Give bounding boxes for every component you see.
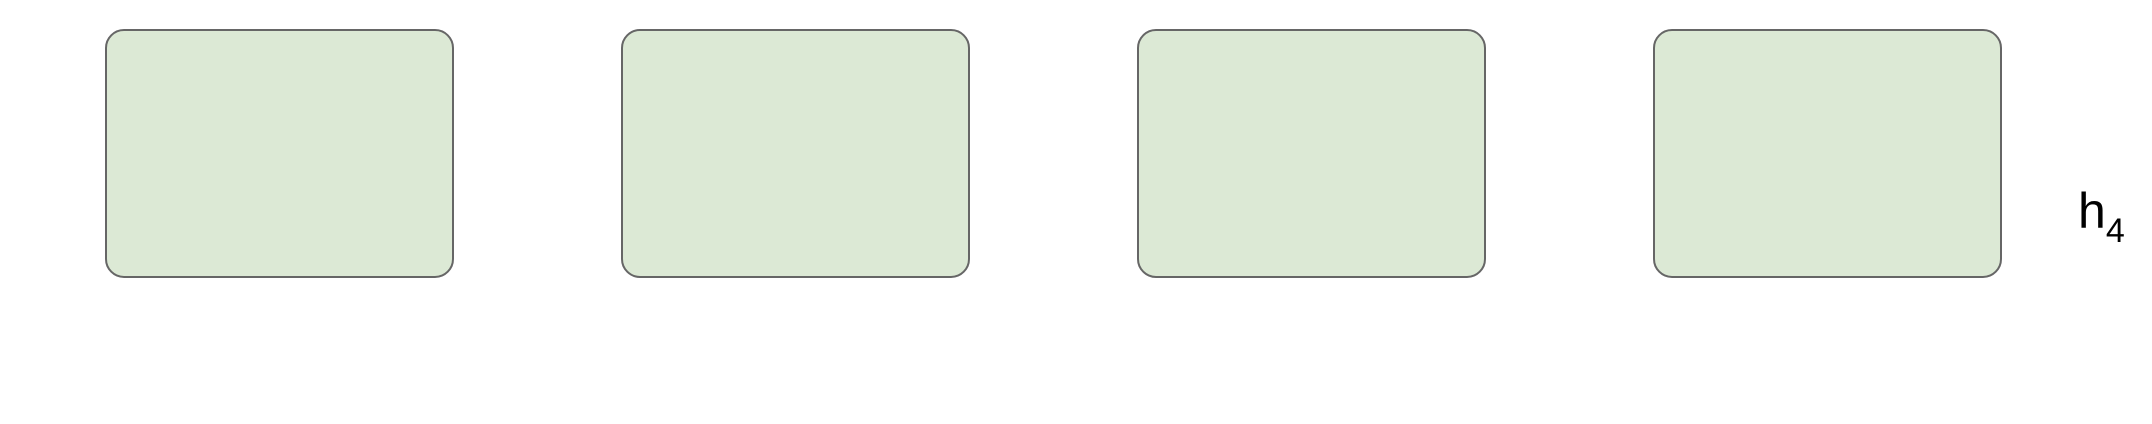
rnn-cell-3: W tanh stack h2 x3: [1137, 29, 1486, 278]
rnn-cell-4: W tanh stack h3 x4: [1653, 29, 2002, 278]
cell-box: W tanh stack h2 x3: [1137, 29, 1486, 278]
h-base: h: [2078, 183, 2106, 239]
cell-box: W tanh stack h1 x2: [621, 29, 970, 278]
rnn-cell-1: W tanh stack h0 x1: [105, 29, 454, 278]
h-sub: 4: [2106, 212, 2125, 250]
cell-box: W tanh stack h3 x4: [1653, 29, 2002, 278]
rnn-cell-2: W tanh stack h1 x2: [621, 29, 970, 278]
final-hidden-state-label: h4: [2078, 183, 2125, 250]
cell-box: W tanh stack h0 x1: [105, 29, 454, 278]
